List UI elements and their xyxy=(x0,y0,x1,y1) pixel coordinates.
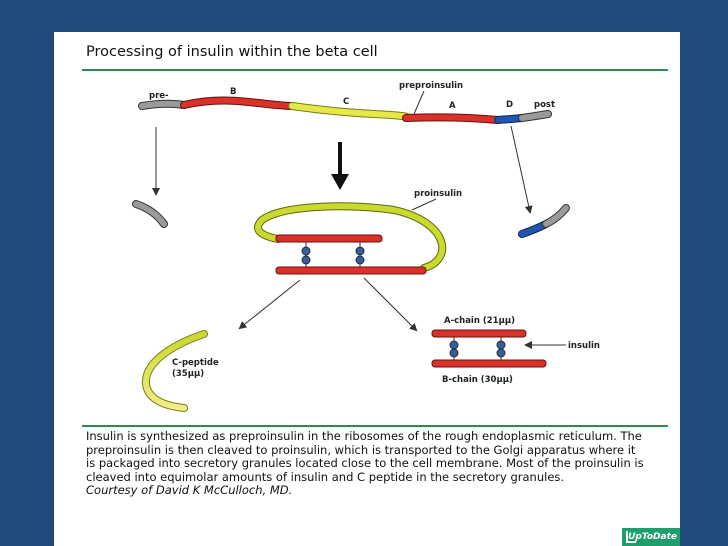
preproinsulin-leader xyxy=(413,90,425,115)
label-a-chain: A-chain (21μμ) xyxy=(444,316,515,326)
label-pre: pre- xyxy=(149,91,169,101)
label-insulin: insulin xyxy=(568,341,600,351)
title-rule xyxy=(82,69,668,71)
insulin-b-chain xyxy=(431,359,547,368)
page-title: Processing of insulin within the beta ce… xyxy=(86,44,378,60)
label-b: B xyxy=(230,87,236,97)
label-b-chain: B-chain (30μμ) xyxy=(442,375,513,385)
arrow-to-insulin xyxy=(363,277,418,332)
label-c-peptide-length: (35μμ) xyxy=(172,369,204,379)
arrow-to-proinsulin-head xyxy=(331,174,349,190)
credit-line: Courtesy of David K McCulloch, MD. xyxy=(86,483,293,498)
slide: Processing of insulin within the beta ce… xyxy=(54,32,680,546)
label-preproinsulin: preproinsulin xyxy=(399,81,463,91)
uptodate-logo: UpToDate xyxy=(622,528,680,546)
preproinsulin-strand xyxy=(138,96,552,124)
insulin-processing-diagram: pre- B C preproinsulin A D post proinsul… xyxy=(132,81,600,412)
logo-check-icon xyxy=(626,531,636,543)
insulin-disulfide-bonds xyxy=(449,337,506,360)
label-proinsulin: proinsulin xyxy=(414,189,462,199)
logo-text: UpToDate xyxy=(628,532,677,542)
insulin-a-chain xyxy=(431,329,527,338)
proinsulin-a-chain xyxy=(275,234,383,243)
arrow-to-c-peptide xyxy=(238,279,301,330)
label-a: A xyxy=(449,101,456,111)
caption-rule xyxy=(82,425,668,427)
proinsulin-b-chain xyxy=(275,266,427,275)
caption-text: Insulin is synthesized as preproinsulin … xyxy=(86,429,644,484)
label-post: post xyxy=(534,100,555,110)
label-d: D xyxy=(506,100,513,110)
label-c-peptide: C-peptide xyxy=(172,358,219,368)
caption: Insulin is synthesized as preproinsulin … xyxy=(86,429,646,498)
label-c: C xyxy=(343,97,349,107)
proinsulin-disulfide-bonds xyxy=(301,242,365,267)
arrow-to-post-fragment xyxy=(510,125,533,214)
proinsulin-leader xyxy=(411,198,437,211)
